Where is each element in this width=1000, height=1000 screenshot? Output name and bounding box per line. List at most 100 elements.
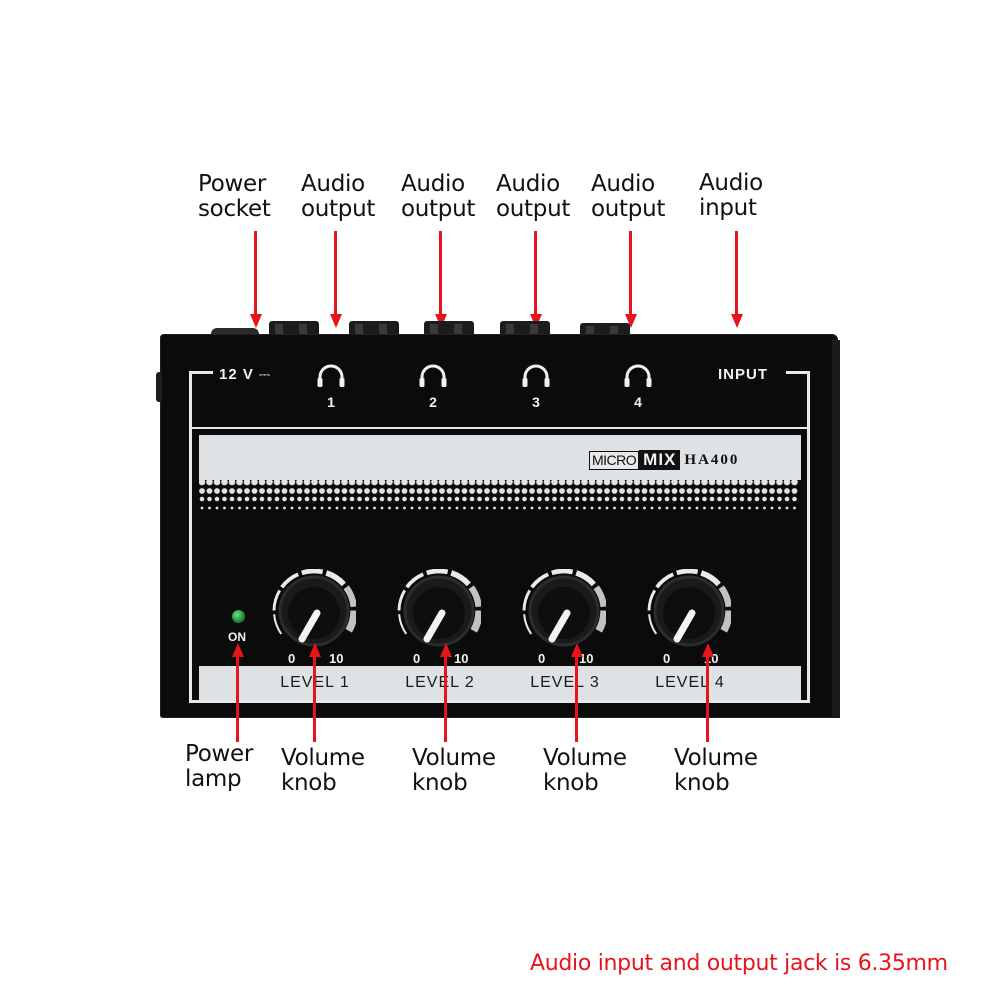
- halftone-dot: [222, 496, 227, 502]
- halftone-dot: [371, 480, 378, 486]
- halftone-dot: [708, 480, 716, 486]
- halftone-dot: [566, 480, 573, 486]
- channel-number: 4: [634, 394, 642, 410]
- callout-text: Audio: [591, 171, 655, 197]
- knob-scale-segment: [700, 570, 721, 587]
- knob-scale-segment: [648, 614, 658, 635]
- halftone-dot: [468, 480, 476, 486]
- volume-knob-2[interactable]: [397, 569, 481, 653]
- halftone-dot: [304, 488, 310, 494]
- halftone-dot: [612, 496, 617, 502]
- frame-divider: [189, 427, 810, 429]
- volume-knob-3[interactable]: [522, 569, 606, 653]
- halftone-dot: [252, 496, 257, 502]
- halftone-dot: [484, 488, 490, 494]
- halftone-dot: [296, 480, 303, 486]
- volume-knob-4[interactable]: [647, 569, 731, 653]
- halftone-dot: [643, 506, 646, 510]
- arrow-volume-knob-1: [313, 648, 316, 742]
- halftone-dot: [363, 480, 371, 486]
- halftone-dot: [341, 480, 348, 486]
- halftone-dot: [214, 488, 220, 494]
- halftone-dot: [763, 506, 766, 510]
- knob-scale-max: 10: [454, 651, 469, 666]
- halftone-dot: [386, 480, 393, 486]
- halftone-dot: [633, 480, 641, 486]
- output-jack-3: [424, 321, 474, 335]
- halftone-dot: [298, 506, 301, 510]
- halftone-dot: [738, 480, 746, 486]
- halftone-dot: [281, 480, 288, 486]
- halftone-dot: [746, 480, 753, 486]
- arrow-audio-input: [735, 231, 738, 317]
- halftone-dot: [769, 488, 775, 494]
- arrowhead: [329, 314, 342, 328]
- knob-scale-segment: [551, 569, 574, 576]
- halftone-dot: [566, 488, 573, 494]
- frame-top-right: [786, 371, 810, 374]
- halftone-dot: [491, 488, 498, 494]
- halftone-dot: [627, 496, 632, 502]
- halftone-dot: [409, 488, 415, 494]
- halftone-dot: [470, 506, 474, 510]
- dc-symbol-icon: ⎓: [259, 367, 272, 383]
- knob-scale-segment: [468, 585, 481, 608]
- halftone-dot: [739, 488, 745, 494]
- halftone-dot: [207, 496, 212, 502]
- callout-text: Volume: [674, 745, 758, 771]
- level-label-strip: [199, 666, 801, 700]
- output-jack-1: [269, 321, 319, 335]
- halftone-dot: [785, 506, 789, 510]
- halftone-dot: [461, 480, 468, 486]
- halftone-dot: [477, 496, 482, 502]
- halftone-dot: [386, 488, 393, 494]
- halftone-dot: [297, 496, 302, 502]
- arrowhead: [701, 643, 714, 657]
- callout-volume-knob-2: Volume knob: [412, 746, 496, 796]
- halftone-dot: [446, 480, 453, 486]
- knob-scale-segment: [272, 589, 282, 611]
- halftone-dot: [455, 506, 459, 510]
- callout-audio-output-4: Audio output: [591, 172, 665, 222]
- halftone-dot: [754, 496, 760, 502]
- halftone-dot: [604, 488, 610, 494]
- halftone-dot: [529, 496, 535, 502]
- callout-text: Volume: [412, 745, 496, 771]
- halftone-dot: [663, 480, 671, 486]
- brand-micro: MICRO: [589, 450, 640, 470]
- halftone-dot: [702, 496, 707, 502]
- knob-scale-segment: [343, 585, 356, 608]
- halftone-dot: [769, 496, 775, 502]
- callout-volume-knob-1: Volume knob: [281, 746, 365, 796]
- halftone-dot: [440, 506, 444, 510]
- knob-scale-segment: [398, 614, 408, 635]
- knob-scale-segment: [470, 610, 481, 633]
- volume-knob-1[interactable]: [272, 569, 356, 653]
- halftone-dot: [703, 506, 706, 510]
- halftone-dot: [590, 506, 594, 510]
- knob-scale-min: 0: [288, 651, 296, 666]
- halftone-dot: [716, 480, 723, 486]
- level-label-3: LEVEL 3: [530, 674, 600, 691]
- halftone-dot: [418, 506, 421, 510]
- halftone-dot: [739, 496, 745, 502]
- halftone-dot: [260, 506, 264, 510]
- halftone-dot: [664, 488, 670, 494]
- halftone-dot: [267, 496, 272, 502]
- halftone-dot: [454, 496, 460, 502]
- power-voltage-label: 12 V ⎓: [219, 366, 271, 383]
- arrow-power-lamp: [236, 648, 239, 742]
- halftone-dot: [604, 496, 610, 502]
- halftone-dot: [731, 480, 738, 486]
- halftone-dot: [626, 488, 633, 494]
- halftone-dot: [619, 488, 625, 494]
- halftone-dot: [371, 488, 378, 494]
- halftone-dot: [701, 488, 708, 494]
- halftone-dot-pattern: [199, 480, 801, 524]
- halftone-dot: [380, 506, 384, 510]
- callout-text: knob: [674, 770, 730, 796]
- halftone-dot: [784, 488, 790, 494]
- halftone-dot: [214, 496, 220, 502]
- halftone-dot: [784, 496, 790, 502]
- callout-text: Audio: [699, 170, 763, 196]
